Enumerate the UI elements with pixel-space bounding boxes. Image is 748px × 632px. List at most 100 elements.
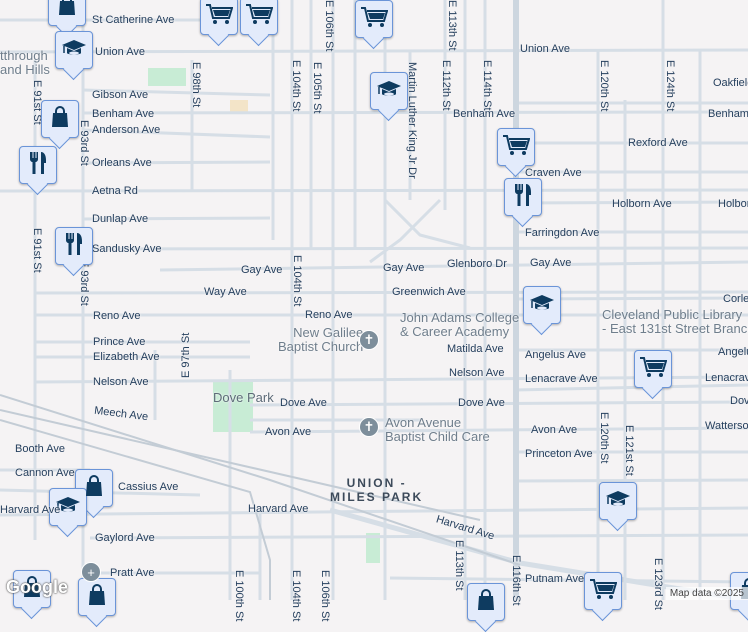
school-icon	[376, 79, 402, 103]
shopping-bag-icon	[22, 576, 42, 602]
street-label: E 104th St	[291, 255, 303, 307]
street	[159, 260, 748, 272]
place-label[interactable]: Avon Avenue Baptist Child Care	[385, 415, 490, 444]
street-label: Union Ave	[95, 46, 145, 58]
street-label: Nelson Ave	[449, 367, 505, 379]
hospital-icon[interactable]: +	[81, 562, 101, 582]
street-label: E 116th St	[510, 555, 522, 606]
place-label[interactable]: tthrough and Hills	[0, 48, 50, 77]
school-icon	[529, 293, 555, 317]
shopping-bag-marker[interactable]	[41, 100, 79, 138]
street-label: Harvard Ave	[248, 503, 309, 515]
place-label[interactable]: New Galilee Baptist Church	[278, 325, 364, 354]
street-label: Craven Ave	[525, 167, 582, 179]
street-label: E 100th St	[233, 570, 245, 622]
street-label: Matilda Ave	[447, 343, 504, 355]
street-label: E 113th St	[453, 540, 465, 591]
restaurant-marker[interactable]	[504, 178, 542, 216]
street	[0, 48, 748, 54]
street-label: E 98th St	[190, 62, 202, 108]
street-label: Reno Ave	[93, 310, 141, 322]
street-label: E 105th St	[311, 62, 323, 114]
street-label: Cannon Ave	[15, 467, 75, 479]
railroad	[0, 409, 481, 521]
street-label: Cassius Ave	[118, 481, 179, 493]
street-label: E 91st St	[31, 228, 43, 273]
shopping-cart-icon	[360, 6, 389, 32]
street-label: Sandusky Ave	[92, 243, 162, 255]
street-label: Princeton Ave	[525, 448, 593, 460]
place-label[interactable]: Dove Park	[213, 390, 274, 405]
street	[514, 383, 748, 392]
restaurant-marker[interactable]	[19, 146, 57, 184]
street	[249, 426, 748, 434]
shopping-bag-icon	[87, 584, 107, 610]
street-label: Avon Ave	[265, 426, 312, 438]
school-marker[interactable]	[523, 286, 561, 324]
street-label: Greenwich Ave	[392, 286, 466, 298]
street-label: Avon Ave	[531, 424, 578, 436]
street	[514, 478, 748, 483]
street-label: E 121st St	[623, 425, 635, 476]
street-label: Orleans Ave	[92, 157, 152, 169]
place-label[interactable]: Cleveland Public Library - East 131st St…	[602, 307, 748, 336]
shopping-cart-marker[interactable]	[200, 0, 238, 35]
street-label: Benham Ave	[92, 108, 155, 120]
shopping-bag-marker[interactable]	[78, 578, 116, 616]
google-logo: Google	[6, 577, 68, 597]
school-marker[interactable]	[370, 72, 408, 110]
street-label: Angelus Ave	[525, 349, 586, 361]
street-label: Dunlap Ave	[92, 213, 149, 225]
street-label: Prince Ave	[93, 336, 146, 348]
street-label: Dove Ave	[730, 395, 748, 407]
street	[0, 188, 748, 193]
railroad	[0, 394, 521, 566]
street-label: Oakfield	[713, 77, 748, 89]
street	[34, 290, 748, 295]
building-area	[230, 100, 248, 112]
street-label: Corlett Ave	[723, 293, 748, 305]
street	[82, 216, 271, 221]
restaurant-icon	[64, 232, 84, 260]
shopping-cart-marker[interactable]	[497, 128, 535, 166]
shopping-cart-marker[interactable]	[634, 350, 672, 388]
dove-park-area	[213, 382, 253, 432]
street	[82, 110, 748, 115]
school-marker[interactable]	[55, 31, 93, 69]
school-icon	[605, 489, 631, 513]
school-icon	[55, 495, 81, 519]
park-area	[148, 68, 186, 86]
shopping-cart-marker[interactable]	[355, 0, 393, 38]
shopping-bag-icon	[476, 589, 496, 615]
shopping-cart-icon	[639, 356, 668, 382]
shopping-cart-marker[interactable]	[240, 0, 278, 35]
street-label: Aetna Rd	[92, 185, 138, 197]
street-label: Angelus Ave	[718, 346, 748, 358]
street-label: Nelson Ave	[93, 376, 149, 388]
shopping-bag-marker[interactable]	[48, 0, 86, 26]
street-label: Benham Ave	[708, 108, 748, 120]
street-label: St Catherine Ave	[92, 14, 175, 26]
church-icon[interactable]: ✝	[359, 330, 379, 350]
map-canvas[interactable]	[0, 0, 748, 600]
street-label: E 93rd St	[78, 120, 90, 166]
street-label: Watterson	[705, 420, 748, 432]
map-attribution[interactable]: Map data ©2025	[665, 587, 748, 600]
street	[82, 88, 271, 97]
street-label: Putnam Ave	[525, 573, 585, 585]
place-label[interactable]: John Adams College & Career Academy	[400, 310, 520, 339]
church-icon[interactable]: ✝	[359, 417, 379, 437]
street	[82, 128, 271, 139]
restaurant-marker[interactable]	[55, 227, 93, 265]
school-marker[interactable]	[49, 488, 87, 526]
shopping-bag-marker[interactable]	[467, 583, 505, 621]
street-label: Holborn Ave	[612, 198, 672, 210]
street-label: Anderson Ave	[92, 124, 161, 136]
shopping-cart-marker[interactable]	[584, 572, 622, 610]
school-icon	[61, 38, 87, 62]
street-label: E 123rd St	[652, 558, 664, 610]
school-marker[interactable]	[599, 482, 637, 520]
street	[514, 200, 748, 205]
street-label: E 106th St	[323, 0, 335, 52]
street-label: Booth Ave	[15, 443, 65, 455]
